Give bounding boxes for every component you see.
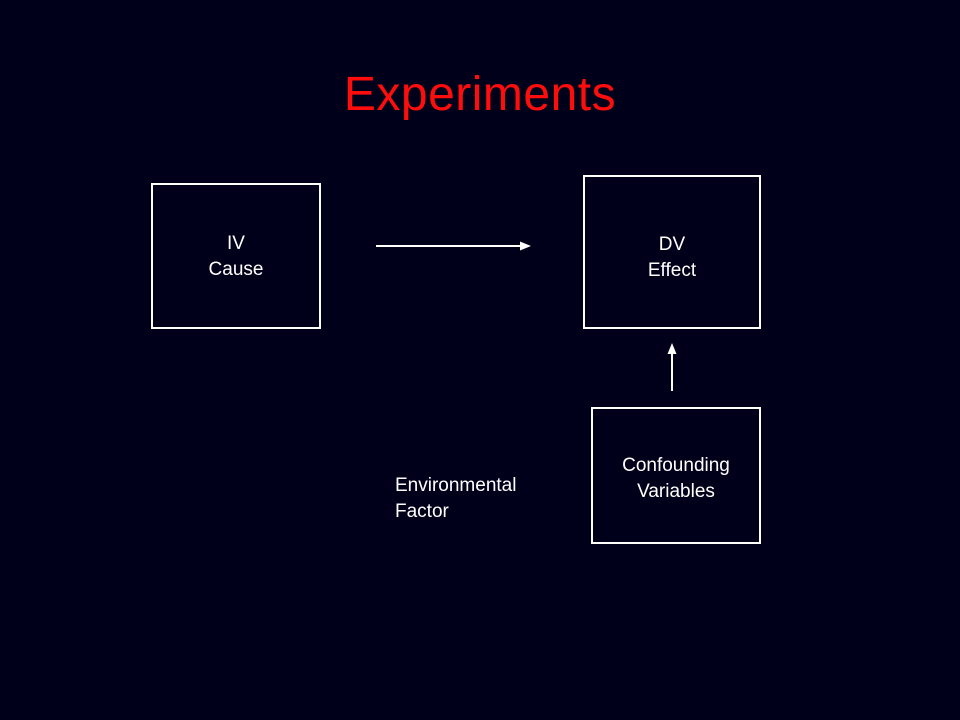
iv-cause-box: IV Cause xyxy=(151,183,321,329)
dv-label-line1: DV xyxy=(658,234,686,255)
environmental-line1: Environmental xyxy=(395,475,517,496)
dv-effect-box: DV Effect xyxy=(583,175,761,329)
dv-label-line2: Effect xyxy=(647,260,697,281)
iv-to-dv-arrow xyxy=(376,241,531,251)
environmental-line2: Factor xyxy=(395,501,449,522)
confounding-to-dv-arrow xyxy=(667,343,677,391)
cv-label-line2: Variables xyxy=(637,481,715,502)
confounding-variables-label: Confounding Variables xyxy=(593,453,759,505)
iv-label-line1: IV xyxy=(227,233,245,254)
confounding-variables-box: Confounding Variables xyxy=(591,407,761,544)
dv-effect-label: DV Effect xyxy=(585,232,759,284)
environmental-factor-text: Environmental Factor xyxy=(395,473,516,525)
slide-title: Experiments xyxy=(343,68,617,121)
iv-label-line2: Cause xyxy=(208,259,264,280)
iv-cause-label: IV Cause xyxy=(153,231,319,283)
cv-label-line1: Confounding xyxy=(622,455,730,476)
